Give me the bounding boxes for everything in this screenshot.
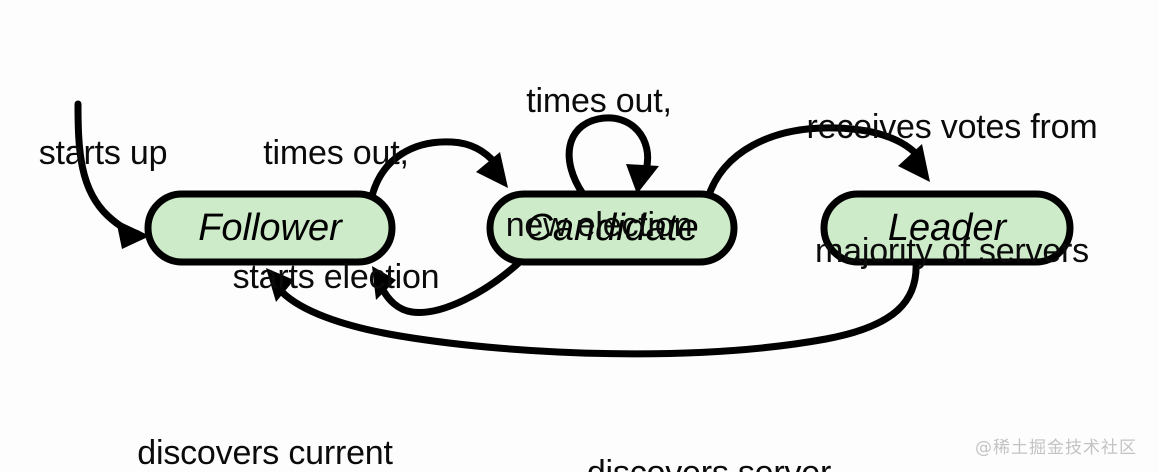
c2l-line1: receives votes from — [806, 107, 1098, 146]
state-node-follower[interactable]: Follower — [144, 190, 396, 266]
edge-label-follower-to-candidate: times out, starts election — [200, 50, 472, 382]
candidate-to-follower-arrowhead — [372, 266, 396, 300]
follower-shape[interactable] — [144, 190, 396, 266]
edge-label-candidate-to-follower: discovers current leader or new term — [96, 350, 434, 472]
f2c-line1: times out, — [263, 133, 409, 172]
candidate-to-leader-path — [704, 124, 922, 202]
follower-to-candidate-path — [368, 138, 500, 200]
state-node-leader[interactable]: Leader — [820, 190, 1074, 266]
l2f-line1: discovers server — [556, 453, 862, 472]
leader-shape[interactable] — [820, 190, 1074, 266]
follower-label: Follower — [198, 207, 343, 249]
edge-label-candidate-self-loop: times out, new election — [476, 0, 722, 330]
leader-to-follower-path — [278, 258, 920, 358]
candidate-to-follower-path — [378, 254, 528, 316]
self-loop-line2: new election — [505, 206, 693, 245]
start-up-line1: starts up — [38, 133, 168, 172]
f2c-line2: starts election — [232, 258, 440, 297]
edge-candidate-to-follower — [372, 254, 528, 316]
edge-label-candidate-to-leader: receives votes from majority of servers — [768, 24, 1136, 356]
candidate-self-loop-arrowhead — [626, 164, 659, 194]
follower-to-candidate-arrowhead — [476, 152, 508, 188]
edge-label-leader-to-follower: discovers server with higher term — [556, 370, 862, 472]
start-up-arrowhead — [116, 220, 150, 249]
c2f-line1: discovers current — [137, 433, 393, 472]
candidate-self-loop-path — [565, 114, 651, 198]
candidate-shape[interactable] — [486, 190, 738, 266]
state-node-candidate[interactable]: Candidate — [486, 190, 738, 266]
edge-candidate-self-loop — [565, 114, 659, 198]
watermark: @稀土掘金技术社区 — [975, 438, 1137, 458]
edge-follower-to-candidate — [368, 138, 508, 200]
edge-leader-to-follower — [266, 258, 920, 358]
candidate-to-leader-arrowhead — [898, 144, 930, 182]
leader-to-follower-arrowhead — [266, 268, 294, 302]
edge-candidate-to-leader — [704, 124, 930, 202]
leader-label: Leader — [888, 207, 1008, 249]
c2l-line2: majority of servers — [815, 232, 1089, 271]
candidate-label: Candidate — [525, 207, 698, 249]
self-loop-line1: times out, — [526, 81, 672, 120]
edge-start-up — [74, 100, 150, 249]
edge-label-start-up: starts up — [18, 50, 188, 257]
